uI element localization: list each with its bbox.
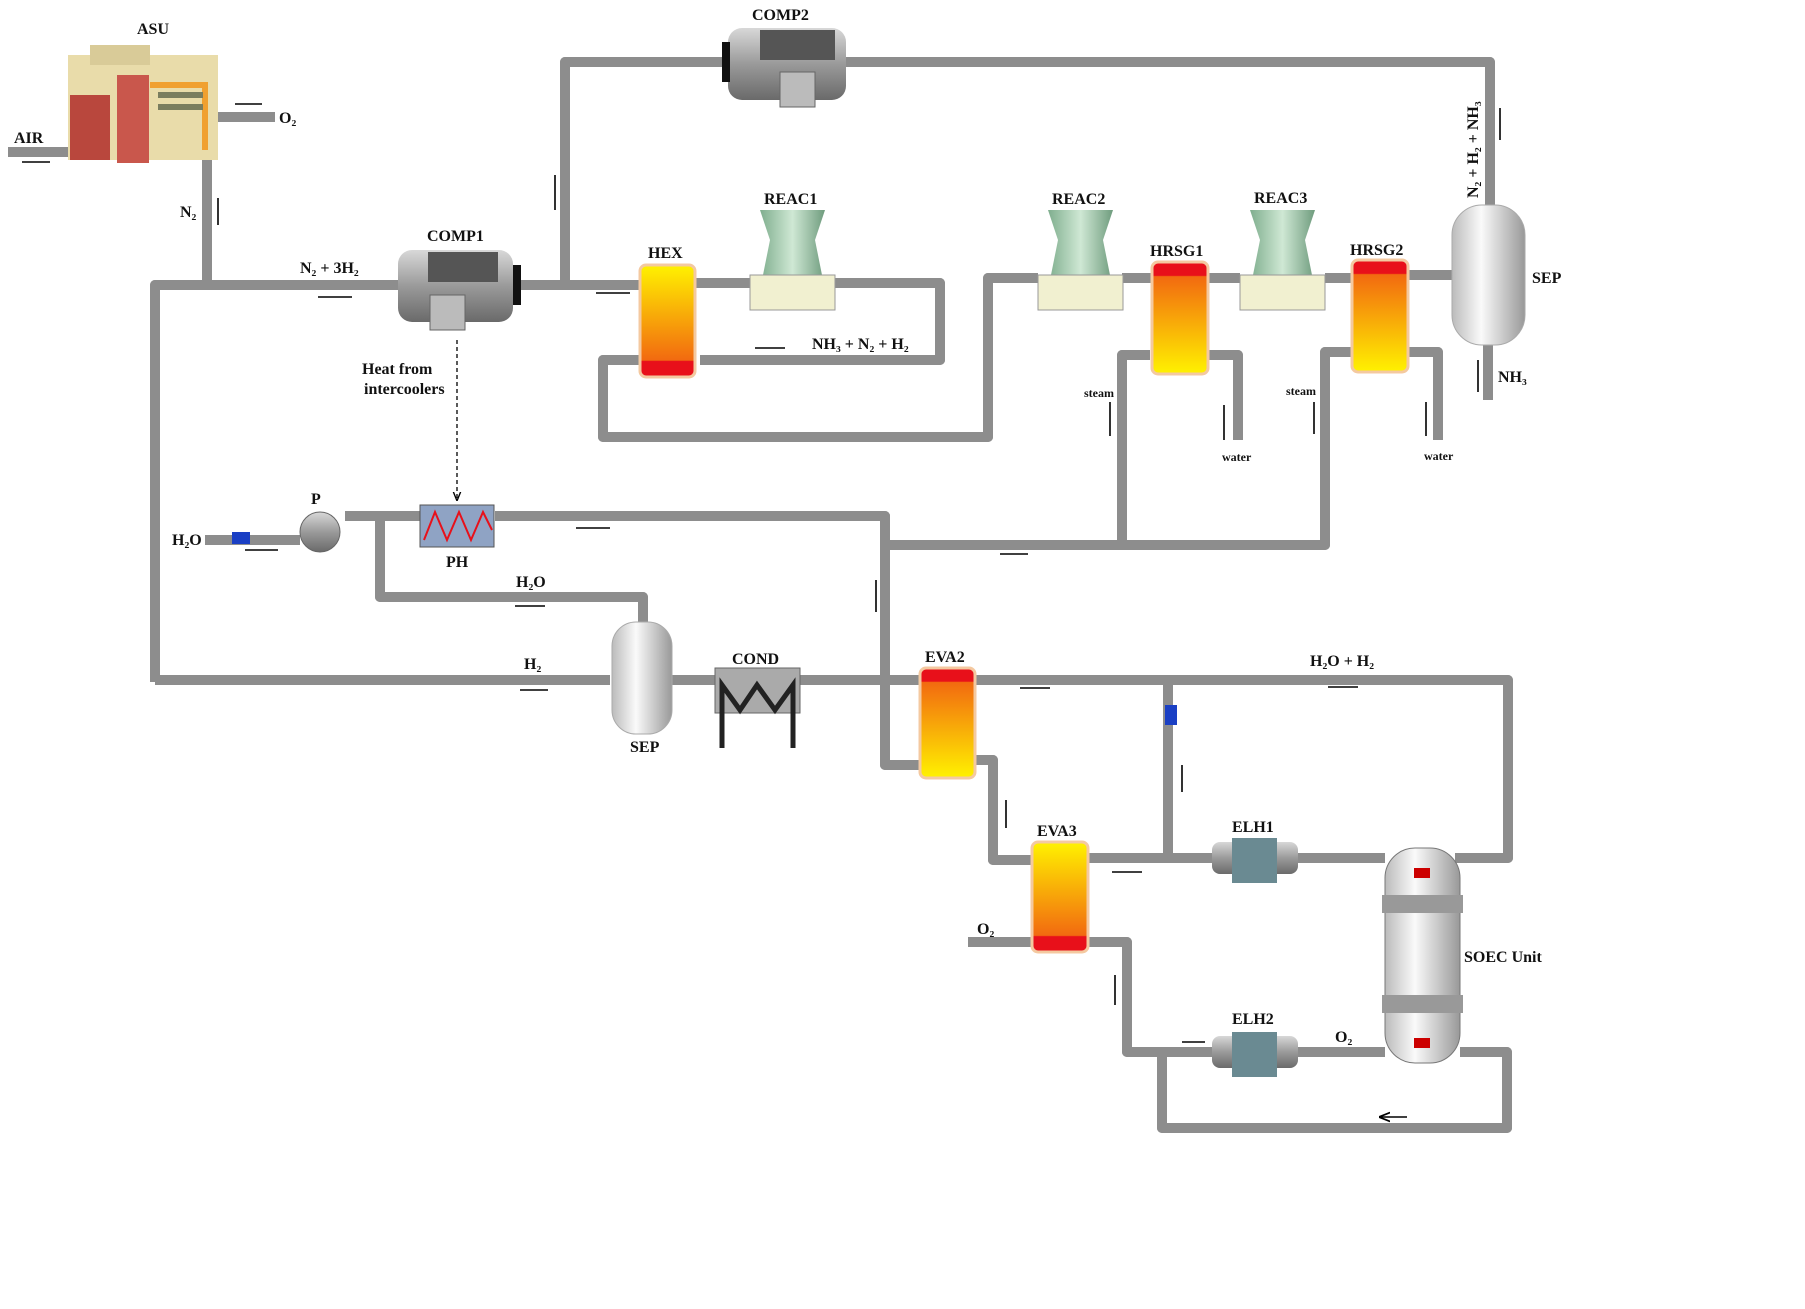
hrsg1-label: HRSG1 xyxy=(1150,243,1203,260)
nh3-label: NH₃ xyxy=(1498,369,1527,386)
soec-label: SOEC Unit xyxy=(1464,949,1542,966)
hrsg1-heat-recovery[interactable] xyxy=(1150,260,1210,376)
ph-preheater[interactable] xyxy=(419,504,495,548)
soec-unit[interactable] xyxy=(1382,847,1463,1064)
ph-label: PH xyxy=(446,554,469,571)
asu-unit[interactable] xyxy=(68,45,218,163)
steam1-label: steam xyxy=(1084,386,1114,400)
steam2-label: steam xyxy=(1286,384,1316,398)
heat-label-1: Heat from xyxy=(362,361,433,378)
air-label: AIR xyxy=(14,130,44,147)
eva3-label: EVA3 xyxy=(1037,823,1077,840)
cond-condenser[interactable] xyxy=(714,667,801,748)
h2o-recycle-label: H₂O xyxy=(516,574,546,591)
comp2-compressor[interactable] xyxy=(722,28,846,108)
valve-recycle[interactable] xyxy=(1165,705,1177,725)
n2-label: N₂ xyxy=(180,204,197,221)
pump-label: P xyxy=(311,491,321,508)
comp2-label: COMP2 xyxy=(752,7,809,24)
sep-ammonia-separator[interactable] xyxy=(1451,204,1526,346)
comp1-label: COMP1 xyxy=(427,228,484,245)
h2o-h2-label: H₂O + H₂ xyxy=(1310,653,1374,670)
reactor-out-label: NH₃ + N₂ + H₂ xyxy=(812,336,909,353)
comp1-compressor[interactable] xyxy=(398,250,521,331)
hex-heat-exchanger[interactable] xyxy=(638,263,697,379)
syngas-label: N₂ + 3H₂ xyxy=(300,260,359,277)
o2-soec-label: O₂ xyxy=(1335,1029,1352,1046)
reac1-reactor[interactable] xyxy=(749,210,836,311)
hrsg2-heat-recovery[interactable] xyxy=(1350,258,1410,374)
reac3-reactor[interactable] xyxy=(1239,210,1326,311)
reac3-label: REAC3 xyxy=(1254,190,1307,207)
asu-label: ASU xyxy=(137,21,169,38)
reac1-label: REAC1 xyxy=(764,191,817,208)
o2-eva3-label: O₂ xyxy=(977,921,994,938)
h2o-inlet-label: H₂O xyxy=(172,532,202,549)
elh1-label: ELH1 xyxy=(1232,819,1274,836)
hrsg2-label: HRSG2 xyxy=(1350,242,1403,259)
h2-label: H₂ xyxy=(524,656,541,673)
eva3-evaporator[interactable] xyxy=(1030,840,1090,954)
reac2-reactor[interactable] xyxy=(1037,210,1124,311)
recycle-label: N₂ + H₂ + NH₃ xyxy=(1465,101,1482,198)
elh1-electric-heater[interactable] xyxy=(1212,838,1298,883)
sep-water-label: SEP xyxy=(630,739,660,756)
flow-arrows xyxy=(22,103,1501,1117)
reac2-label: REAC2 xyxy=(1052,191,1105,208)
hex-label: HEX xyxy=(648,245,683,262)
inlet-valve[interactable] xyxy=(232,532,250,544)
eva2-label: EVA2 xyxy=(925,649,965,666)
elh2-electric-heater[interactable] xyxy=(1212,1032,1298,1077)
eva2-evaporator[interactable] xyxy=(918,666,977,780)
elh2-label: ELH2 xyxy=(1232,1011,1274,1028)
water2-label: water xyxy=(1424,449,1454,463)
sep-water-separator[interactable] xyxy=(611,621,673,735)
pump[interactable] xyxy=(299,511,341,553)
heat-label-2: intercoolers xyxy=(364,381,445,398)
cond-label: COND xyxy=(732,651,779,668)
o2-asu-label: O₂ xyxy=(279,110,296,127)
pipes xyxy=(8,57,1513,1133)
sep-ammonia-label: SEP xyxy=(1532,270,1562,287)
water1-label: water xyxy=(1222,450,1252,464)
